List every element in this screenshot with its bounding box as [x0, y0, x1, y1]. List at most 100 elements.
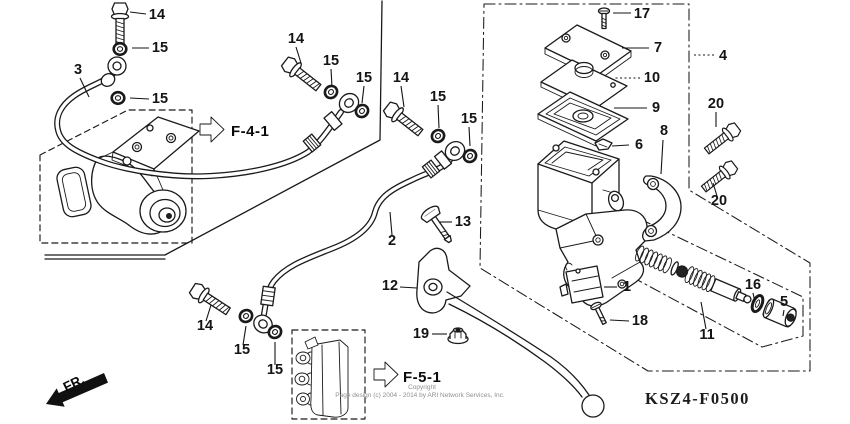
f41-block-arrow-icon: [199, 116, 225, 143]
piston-body: [684, 266, 752, 304]
floor-panel: [44, 0, 383, 260]
part-callout-3-2: 3: [74, 62, 82, 78]
callout-leader-15-5: [330, 68, 333, 88]
part-callout-19-27: 19: [413, 326, 429, 342]
part-callout-18-23: 18: [632, 313, 648, 329]
washer-15-topleft-a: [112, 41, 128, 57]
f41-ref-label: F-4-1: [231, 123, 269, 140]
callout-leader-2-19: [389, 211, 393, 236]
fr-arrow-icon: [46, 373, 108, 407]
part-callout-14-0: 14: [149, 7, 165, 23]
screw-17: [597, 7, 611, 30]
pivot-nut-19: [447, 327, 469, 345]
part-callout-9-13: 9: [652, 100, 660, 116]
callout-leader-14-7: [400, 85, 405, 108]
brake-lever-12: [416, 247, 605, 418]
part-callout-15-1: 15: [152, 40, 168, 56]
callout-leader-14-0: [129, 11, 147, 15]
hose3-crimp: [302, 133, 322, 153]
callout-leader-3-2: [79, 77, 90, 98]
switch-screw-18: [589, 300, 611, 327]
copyright-line2: Page design (c) 2004 - 2014 by ARI Netwo…: [335, 392, 505, 399]
hose3-fitting-hex: [323, 111, 343, 131]
clamp-bolt-20-lower: [698, 158, 740, 196]
callout-leader-11-26: [700, 301, 707, 330]
ref-f41: F-4-1: [199, 116, 269, 143]
copyright-line1: Copyright: [408, 384, 436, 391]
part-callout-15-6: 15: [356, 70, 372, 86]
callout-leader-18-23: [609, 319, 630, 322]
callout-leader-15-9: [468, 126, 471, 147]
hose2-bottom-crimp: [260, 285, 276, 307]
clamp-bolt-20-upper: [701, 120, 743, 158]
f51-ref-label: F-5-1: [403, 369, 441, 386]
f51-dashed-boundary: [291, 329, 366, 420]
callout-leader-15-6: [361, 85, 365, 104]
part-callout-14-28: 14: [197, 318, 213, 334]
hose3-neck: [100, 73, 116, 87]
part-callout-1-22: 1: [623, 279, 631, 295]
clip-6: [594, 138, 613, 151]
washer-15-mid-a: [321, 82, 341, 102]
callout-leader-6-15: [611, 144, 630, 147]
callout-leader-20-18: [712, 182, 718, 197]
part-callout-6-15: 6: [635, 137, 643, 153]
part-callout-15-3: 15: [152, 91, 168, 107]
callout-leader-8-16: [660, 139, 664, 175]
piston-kit-11: [635, 245, 797, 328]
boot-5: [762, 298, 797, 328]
part-callout-2-19: 2: [388, 233, 396, 249]
junction-valve: [294, 336, 349, 418]
ref-f51: F-5-1: [373, 361, 441, 388]
hose2-top-crimp: [421, 159, 441, 179]
part-callout-15-5: 15: [323, 53, 339, 69]
part-callout-15-29: 15: [234, 342, 250, 358]
fr-direction-marker: FR.: [46, 372, 108, 407]
callout-leader-16-24: [752, 292, 756, 303]
handlebar-clamp-8: [642, 175, 682, 242]
master-cylinder-assembly: [537, 7, 649, 307]
hose2-top-eye: [444, 140, 466, 162]
part-callout-11-26: 11: [699, 327, 714, 343]
front-brake-unit: [56, 116, 200, 235]
pivot-bolt-13: [420, 205, 452, 244]
diaphragm-9: [537, 91, 629, 147]
part-callout-14-4: 14: [288, 31, 304, 47]
hose3-banjo-eye: [338, 92, 360, 114]
part-callout-15-8: 15: [430, 89, 446, 105]
hose2-bottom-eye: [253, 314, 273, 334]
callout-leader-5-25: [782, 309, 785, 317]
washer-15-hose2-a: [428, 126, 448, 146]
banjo-bolt-14-hose2-bottom: [187, 280, 234, 320]
f51-block-arrow-icon: [373, 361, 399, 388]
part-callout-4-14: 4: [719, 48, 727, 64]
part-callout-15-30: 15: [267, 362, 283, 378]
callout-leader-12-21: [399, 286, 418, 289]
piston-spring: [635, 245, 672, 274]
callout-leader-14-4: [295, 46, 302, 64]
callout-leader-14-28: [205, 304, 212, 322]
part-callout-14-7: 14: [393, 70, 409, 86]
callout-leader-15-3: [129, 97, 150, 100]
diagram-code: KSZ4-F0500: [645, 389, 750, 408]
washer-15-hose2-c: [236, 306, 256, 326]
banjo-bolt-14-mid-left: [279, 54, 325, 95]
part-callout-20-18: 20: [711, 193, 727, 209]
brake-hose-2: [253, 140, 466, 334]
reservoir-body: [537, 140, 625, 230]
callout-leader-15-29: [242, 325, 247, 346]
part-callout-7-11: 7: [654, 40, 662, 56]
part-callout-5-25: 5: [780, 294, 788, 310]
brake-switch-1: [559, 262, 604, 304]
brake-hose-3: [54, 56, 360, 180]
part-callout-17-10: 17: [634, 6, 650, 22]
washer-15-topleft-b: [110, 90, 126, 106]
part-callout-15-9: 15: [461, 111, 477, 127]
part-callout-13-20: 13: [455, 214, 471, 230]
part-callout-20-17: 20: [708, 96, 724, 112]
part-callout-16-24: 16: [745, 277, 761, 293]
f41-dashed-boundary: [39, 109, 193, 244]
